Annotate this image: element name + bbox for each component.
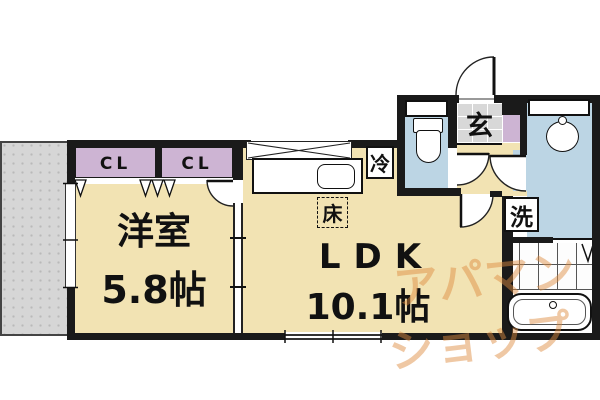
- ldk-door-swing: [459, 193, 494, 228]
- wall-toilet-left: [397, 103, 405, 196]
- bath-door-track: [553, 238, 592, 240]
- bottom-window-ticks: [284, 330, 382, 343]
- washer-box: [504, 197, 539, 232]
- floor-marker-label: 床: [322, 202, 343, 226]
- wall-above-shoebox: [502, 95, 527, 115]
- closet-2: [161, 148, 233, 178]
- refrigerator-label: 冷: [370, 152, 390, 176]
- closet-2-label: CL: [181, 153, 213, 174]
- closet-1: [75, 148, 156, 178]
- toilet-bowl: [416, 130, 441, 163]
- shoe-cabinet: [503, 115, 520, 142]
- balcony-bottom-edge: [0, 334, 67, 336]
- toilet-door-swing: [456, 152, 490, 186]
- wall-toilet-bottom: [397, 188, 461, 196]
- wash-basin: [546, 121, 579, 152]
- wall-toilet-right: [448, 95, 457, 148]
- bath-folding-door-mark: [581, 243, 594, 264]
- closet-1-label: CL: [99, 153, 132, 174]
- wall-closet-divider: [155, 148, 162, 178]
- wash-basin-faucet: [558, 116, 567, 125]
- floor-marker-box: [317, 197, 348, 228]
- wall-washroom-left: [502, 196, 513, 340]
- wall-top-mid: [348, 140, 405, 148]
- wall-right-outer: [592, 95, 600, 340]
- balcony-area: [0, 141, 67, 336]
- wall-top-right-a: [397, 95, 459, 103]
- wall-bottom-left: [67, 333, 287, 340]
- left-window-ticks: [63, 182, 78, 289]
- entrance-label: 玄: [466, 111, 493, 142]
- wall-left-lower: [67, 288, 75, 340]
- sliding-partition: [233, 203, 243, 333]
- washer-label: 洗: [510, 204, 533, 231]
- washroom-door-swing: [489, 154, 527, 192]
- bathtub: [507, 293, 592, 331]
- wall-left-upper: [67, 140, 75, 183]
- kitchen-window-cross: [247, 142, 351, 159]
- bathtub-inner-rim: [513, 299, 586, 325]
- storage-box-washroom: [528, 99, 590, 116]
- entrance-threshold: [459, 98, 494, 100]
- wall-bath-washroom: [502, 237, 553, 243]
- balcony-top-edge: [0, 141, 67, 143]
- storage-box-toilet: [405, 100, 448, 117]
- wall-bottom-right: [380, 333, 600, 340]
- western-room-name: 洋室: [117, 210, 191, 253]
- ldk-floor-right: [397, 195, 502, 333]
- entrance-step-edge: [457, 143, 502, 145]
- bathtub-faucet: [549, 301, 557, 309]
- ldk-size: 10.1帖: [305, 287, 431, 328]
- entrance-tile-floor: [457, 103, 502, 144]
- western-room-size: 5.8帖: [101, 267, 207, 312]
- balcony-left-edge: [0, 141, 2, 336]
- refrigerator-box: [366, 146, 394, 179]
- entrance-door-swing: [455, 56, 496, 96]
- wall-ldk-door-frame: [490, 191, 502, 197]
- wall-partition-top: [233, 140, 243, 180]
- partition-ticks: [230, 237, 246, 288]
- western-room-floor: [75, 178, 233, 333]
- kitchen-sink: [317, 164, 355, 189]
- wall-entrance-right: [520, 115, 527, 155]
- western-room-door-swing: [206, 179, 234, 207]
- bathroom-tile-floor: [502, 243, 592, 293]
- ldk-name: LDK: [318, 237, 435, 277]
- western-room-window: [65, 183, 76, 288]
- wall-top-left: [67, 140, 251, 148]
